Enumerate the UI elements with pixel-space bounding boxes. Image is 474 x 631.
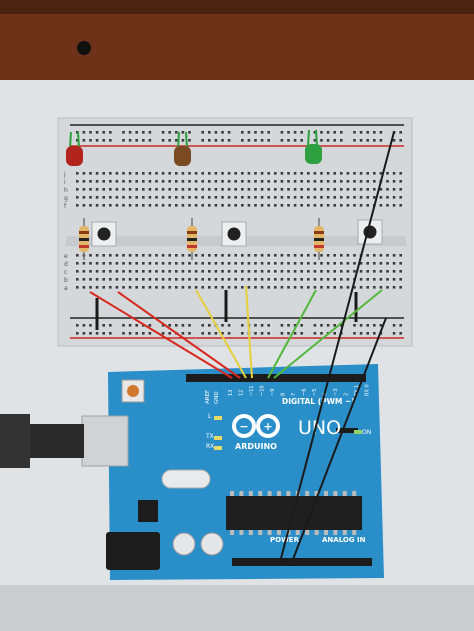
on-label: ON: [362, 429, 371, 436]
digital-pin-label: ~6: [302, 389, 308, 396]
digital-pin-label: RX 0: [365, 384, 371, 396]
gnd-label: GND: [214, 391, 220, 404]
digital-pin-label: ~10: [260, 385, 266, 396]
aref-label: AREF: [205, 390, 211, 404]
digital-pin-label: 13: [228, 390, 234, 396]
digital-pin-label: 12: [239, 390, 245, 396]
digital-pin-label: ~5: [312, 389, 318, 396]
usb-port: [81, 415, 129, 467]
webcam-icon: [77, 41, 91, 55]
digital-pin-label: 2: [344, 393, 350, 396]
tx-label: TX: [205, 433, 214, 440]
power-analog-header: [232, 558, 372, 566]
usb-cable: [28, 424, 84, 458]
power-jack: [106, 532, 160, 570]
led-brown: [174, 131, 191, 166]
svg-text:−: −: [239, 420, 248, 433]
resistor-3: [314, 218, 324, 260]
capacitor-2: [200, 532, 224, 556]
arduino-text: ARDUINO: [235, 442, 277, 451]
row-letter: d: [64, 261, 68, 268]
digital-pin-label: ~3: [333, 389, 339, 396]
row-letter: c: [64, 269, 67, 276]
row-letter: h: [64, 187, 68, 194]
row-letter: a: [64, 285, 68, 292]
svg-text:+: +: [263, 420, 272, 433]
push-button-2: [221, 221, 247, 247]
analog-label: ANALOG IN: [322, 536, 366, 544]
row-letter: g: [64, 195, 68, 202]
row-letter: j: [63, 171, 66, 178]
push-button-1: [91, 221, 117, 247]
digital-pin-label: 7: [291, 393, 297, 396]
crystal: [161, 469, 211, 489]
reset-button: [127, 385, 139, 397]
digital-pin-label: ~9: [270, 389, 276, 396]
voltage-regulator: [138, 500, 158, 522]
row-letter: f: [64, 203, 67, 210]
wires: [89, 131, 395, 563]
led-green: [305, 129, 322, 164]
rx-label: RX: [206, 443, 214, 450]
breadboard-holes: [76, 131, 402, 335]
led-red: [66, 131, 83, 166]
resistor-2: [187, 218, 197, 260]
capacitor-1: [172, 532, 196, 556]
resistor-1: [79, 218, 89, 260]
arduino-board: − + ARDUINO UNO DIGITAL (PWM ~) POWER AN…: [0, 364, 384, 580]
digital-pin-label: 4: [323, 393, 329, 396]
l-label: L: [208, 413, 212, 420]
row-letter: i: [64, 179, 66, 186]
digital-pin-label: ~11: [249, 385, 255, 396]
digital-label: DIGITAL (PWM ~): [282, 397, 355, 406]
uno-text: UNO: [298, 417, 341, 439]
arduino-logo-icon: − +: [232, 414, 280, 438]
digital-header: [186, 374, 366, 382]
power-label: POWER: [270, 536, 300, 544]
row-letter: e: [64, 253, 68, 260]
row-letter: b: [64, 277, 68, 284]
digital-pin-label: 8: [281, 393, 287, 396]
